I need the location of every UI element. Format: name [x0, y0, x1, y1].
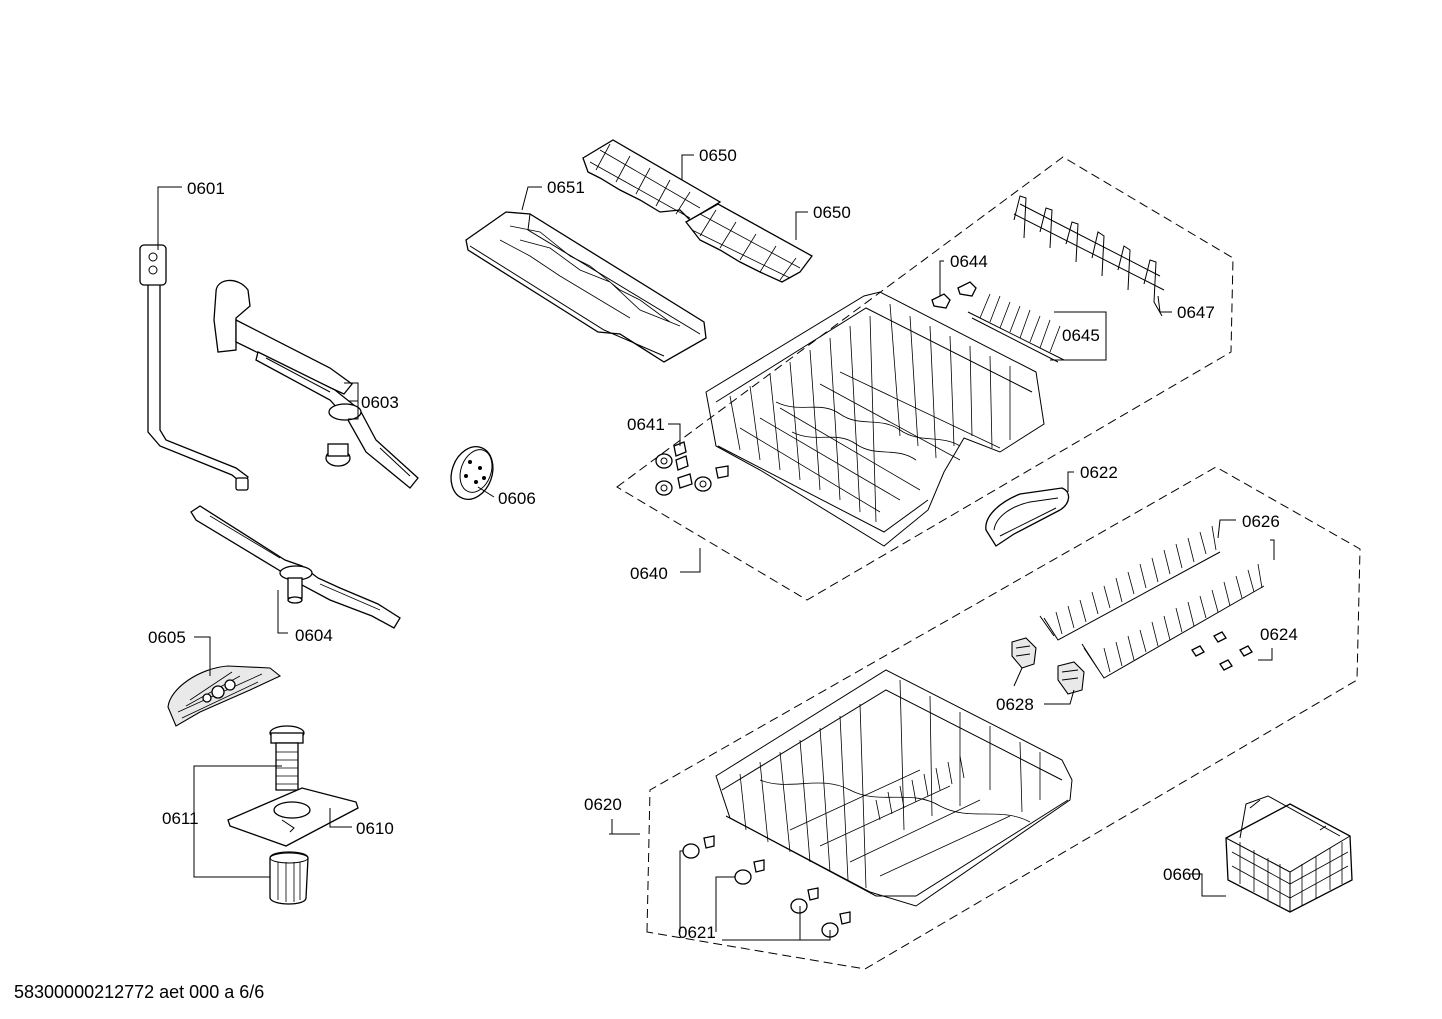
label-0604[interactable]: 0604 [295, 626, 333, 645]
label-0611[interactable]: 0611 [162, 809, 199, 828]
label-0622[interactable]: 0622 [1080, 463, 1118, 482]
part-0604-lower-spray-arm[interactable] [190, 505, 401, 629]
label-0647[interactable]: 0647 [1177, 303, 1215, 322]
part-0660-cutlery-basket[interactable] [1225, 795, 1353, 913]
part-0644-clips[interactable] [931, 281, 977, 309]
part-0611-filter-cylinder[interactable] [269, 725, 309, 905]
label-0644[interactable]: 0644 [950, 252, 988, 271]
label-0620[interactable]: 0620 [584, 795, 622, 814]
label-0603[interactable]: 0603 [361, 393, 399, 412]
label-0640[interactable]: 0640 [630, 564, 668, 583]
part-0651-cutlery-tray[interactable] [465, 211, 707, 363]
part-0620-lower-basket[interactable] [715, 669, 1073, 907]
label-0651[interactable]: 0651 [547, 178, 585, 197]
part-0601-supply-pipe[interactable] [139, 244, 249, 491]
label-0601[interactable]: 0601 [187, 179, 225, 198]
label-0660[interactable]: 0660 [1163, 865, 1201, 884]
part-0650-rack-bottom[interactable] [685, 203, 813, 283]
label-0645[interactable]: 0645 [1062, 326, 1100, 345]
part-0624-small-clips[interactable] [1191, 631, 1253, 671]
part-0628-rack-adjusters[interactable] [1011, 637, 1085, 695]
label-0626[interactable]: 0626 [1242, 512, 1280, 531]
part-0621-wheels[interactable] [682, 835, 851, 938]
label-0624[interactable]: 0624 [1260, 625, 1298, 644]
part-labels: 0601 0603 0604 0605 0606 0610 0611 0620 … [148, 146, 1298, 942]
part-0650-rack-top[interactable] [582, 139, 722, 221]
part-0603-upper-spray-arm[interactable] [213, 279, 419, 489]
part-0610-filter-plate[interactable] [227, 787, 359, 847]
part-0641-wheels[interactable] [655, 441, 729, 496]
label-0650-top[interactable]: 0650 [699, 146, 737, 165]
part-0605-fine-filter[interactable] [167, 665, 282, 727]
label-0606[interactable]: 0606 [498, 489, 536, 508]
label-0641[interactable]: 0641 [627, 415, 665, 434]
part-0622-handle[interactable] [985, 487, 1070, 547]
part-0626-tine-rows[interactable] [1039, 525, 1265, 679]
label-0605[interactable]: 0605 [148, 628, 186, 647]
part-0640-upper-basket[interactable] [705, 291, 1045, 547]
label-0610[interactable]: 0610 [356, 819, 394, 838]
part-0647-cup-shelf[interactable] [1013, 195, 1165, 317]
lower-basket-assembly-outline [646, 466, 1361, 970]
leader-lines [157, 154, 1275, 941]
label-0628[interactable]: 0628 [996, 695, 1034, 714]
part-0645-tine-rack[interactable] [967, 293, 1065, 363]
document-id: 58300000212772 aet 000 a 6/6 [14, 982, 264, 1002]
upper-basket-assembly-outline [616, 156, 1234, 601]
part-0606-disk[interactable] [444, 441, 500, 505]
label-0621[interactable]: 0621 [678, 923, 716, 942]
label-0650-bottom[interactable]: 0650 [813, 203, 851, 222]
